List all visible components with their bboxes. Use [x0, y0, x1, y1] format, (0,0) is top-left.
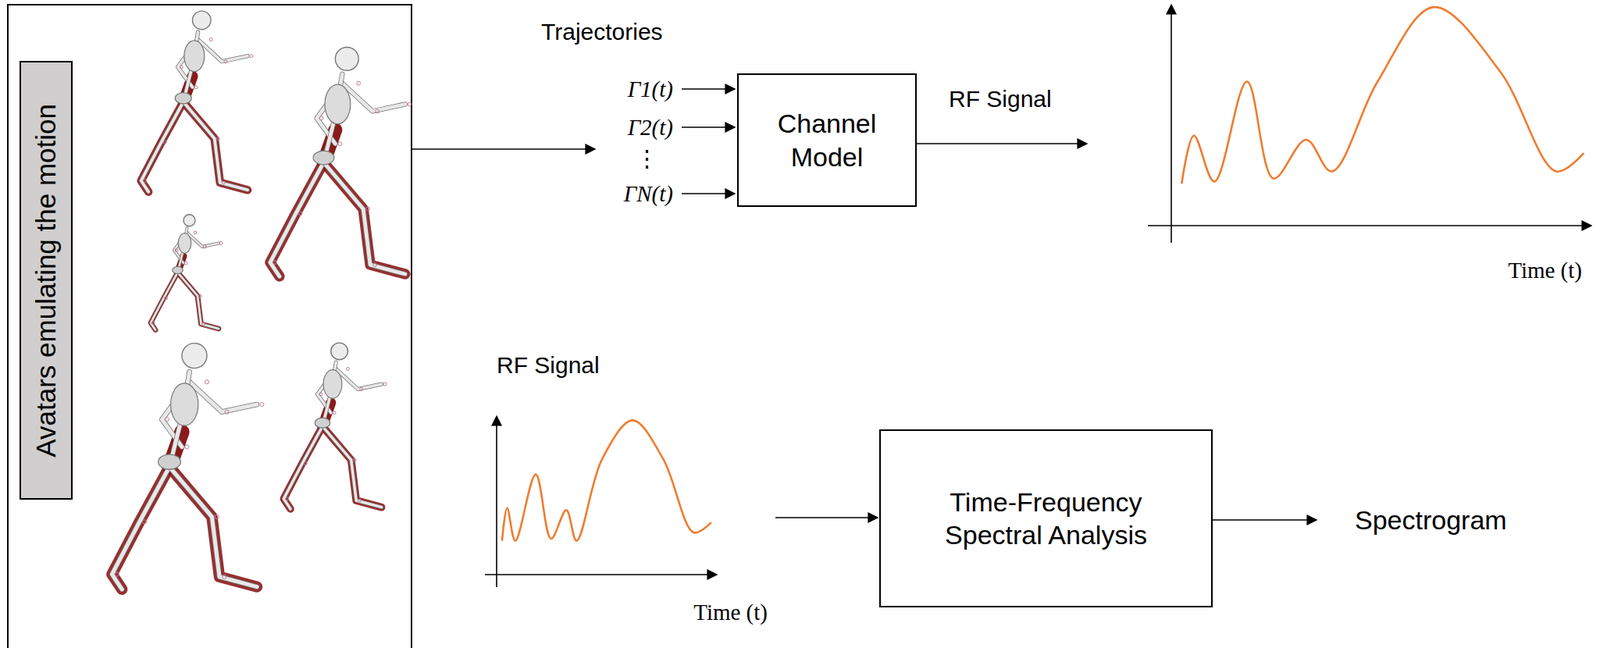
node-text: Avatars emulating the motion	[28, 103, 64, 458]
flow-arrow	[1212, 519, 1317, 521]
signal-name: ΓN(t)	[623, 180, 674, 208]
axis-label: Time (t)	[693, 598, 768, 627]
axis-label: Time (t)	[1507, 256, 1583, 285]
trajectory-arrow	[681, 126, 735, 129]
node-text: Channel Model	[756, 106, 898, 174]
skeleton-figure	[111, 343, 264, 590]
plot-title: RF Signal	[496, 351, 600, 380]
flow-arrow	[775, 516, 878, 519]
x-axis	[484, 573, 717, 576]
flow-arrow	[411, 148, 596, 150]
arrow-label: RF Signal	[948, 85, 1052, 114]
skeleton-figure	[270, 46, 412, 277]
caption-box: Avatars emulating the motion	[19, 60, 73, 500]
y-axis	[495, 416, 498, 588]
skeleton-figure	[283, 342, 387, 510]
signal-name: Γ1(t)	[627, 75, 674, 104]
skeleton-figure	[150, 214, 223, 331]
ellipsis: ⋮	[635, 145, 659, 173]
signal-name: Γ2(t)	[627, 114, 674, 142]
avatar-panel	[7, 4, 412, 648]
rf-signal-curve	[1181, 7, 1584, 184]
x-axis	[1147, 224, 1592, 227]
trajectory-arrow	[681, 88, 735, 90]
node-text: Time-Frequency Spectral Analysis	[929, 485, 1164, 553]
rf-signal-curve	[502, 420, 712, 541]
trajectory-arrow	[681, 192, 735, 195]
process-box: Time-Frequency Spectral Analysis	[879, 429, 1213, 608]
group-title: Trajectories	[541, 17, 663, 47]
flow-arrow	[916, 142, 1087, 145]
skeleton-figure	[141, 10, 254, 192]
skeleton-figures	[111, 10, 412, 590]
y-axis	[1170, 4, 1173, 243]
output-label: Spectrogram	[1354, 504, 1508, 537]
process-box: Channel Model	[737, 73, 917, 207]
